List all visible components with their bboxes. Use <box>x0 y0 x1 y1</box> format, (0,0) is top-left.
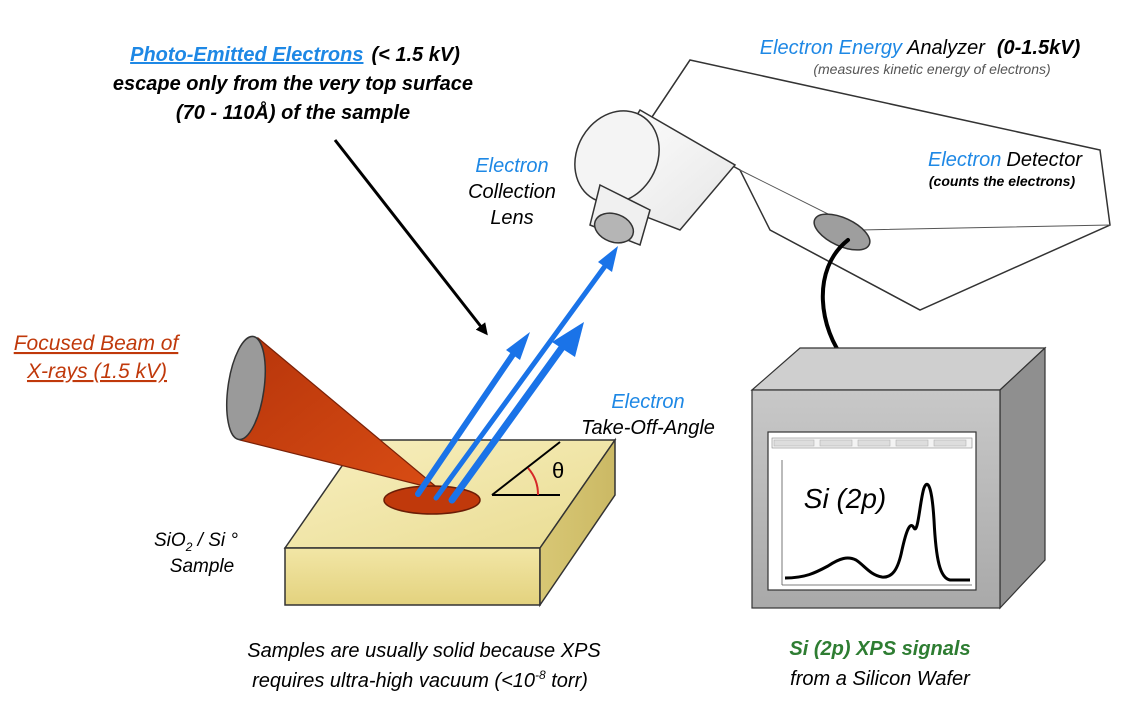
xray-cone <box>239 336 441 491</box>
irradiated-spot <box>383 485 481 515</box>
readout-screen <box>767 431 977 591</box>
xray-cone-opening <box>226 335 266 441</box>
lens-front-ring <box>574 110 660 204</box>
theta-symbol: θ <box>552 458 564 483</box>
lens-aperture <box>593 212 635 244</box>
svg-text:Photo-Emitted Electrons(< 1.5: Photo-Emitted Electrons (< 1.5 kV) <box>130 44 460 66</box>
photo-emitted-line3: (70 - 110Å) of the sample <box>176 100 410 124</box>
sample-label-sub: 2 <box>185 540 193 554</box>
svg-text:requires ultra-high vacuum (<1: requires ultra-high vacuum (<10-8 torr) <box>252 668 588 692</box>
takeoff-label-2: Take-Off-Angle <box>581 417 715 439</box>
detector-note: (counts the electrons) <box>929 173 1076 189</box>
surface-pointer-arrow <box>333 139 488 336</box>
xray-label-1: Focused Beam of <box>14 332 181 355</box>
analyzer-range: (0-1.5kV) <box>997 37 1081 59</box>
svg-text:SiO2 / Si °: SiO2 / Si ° <box>154 530 238 554</box>
sample-block <box>283 437 617 608</box>
electron-arrow-1 <box>415 347 519 497</box>
detector-port <box>813 213 871 251</box>
spectrum-label: Si (2p) <box>804 483 886 514</box>
sample-label-sio: SiO <box>154 530 186 551</box>
signals-label-2: from a Silicon Wafer <box>790 668 971 690</box>
collection-lens <box>574 108 737 247</box>
takeoff-angle-marker <box>491 441 561 496</box>
lens-label-3: Lens <box>490 207 533 229</box>
photo-emitted-line2: escape only from the very top surface <box>113 73 473 95</box>
sample-label-2: Sample <box>170 556 234 577</box>
vacuum-note-2a: requires ultra-high vacuum (<10 <box>252 670 535 692</box>
sample-side-face <box>539 437 616 608</box>
si-2p-spectrum-curve <box>784 482 970 582</box>
analyzer-note: (measures kinetic energy of electrons) <box>813 61 1050 77</box>
sample-label-si: / Si ° <box>192 530 238 551</box>
vacuum-note-sup: -8 <box>535 668 546 682</box>
vacuum-note-1: Samples are usually solid because XPS <box>247 640 601 662</box>
sample-front-face <box>284 547 541 606</box>
xray-beam <box>226 335 441 491</box>
takeoff-label-1: Electron <box>611 391 684 413</box>
analyzer-title-blue: Electron Energy <box>760 37 903 59</box>
detector-title-black: Detector <box>1006 149 1083 171</box>
photo-emitted-title: Photo-Emitted Electrons <box>130 44 363 66</box>
readout-box <box>750 346 1047 610</box>
electron-arrow-2 <box>433 259 611 501</box>
lens-label-1: Electron <box>475 155 548 177</box>
detector-title-blue: Electron <box>928 149 1001 171</box>
vacuum-note-2b: torr) <box>546 670 588 692</box>
xray-label-2: X-rays (1.5 kV) <box>26 360 167 383</box>
photo-emitted-voltage: (< 1.5 kV) <box>371 44 460 66</box>
electron-arrow-3 <box>448 338 570 504</box>
lens-label-2: Collection <box>468 181 556 203</box>
electron-arrows <box>415 246 618 504</box>
analyzer-title-black: Analyzer <box>906 37 986 59</box>
signals-label-1: Si (2p) XPS signals <box>789 638 970 660</box>
